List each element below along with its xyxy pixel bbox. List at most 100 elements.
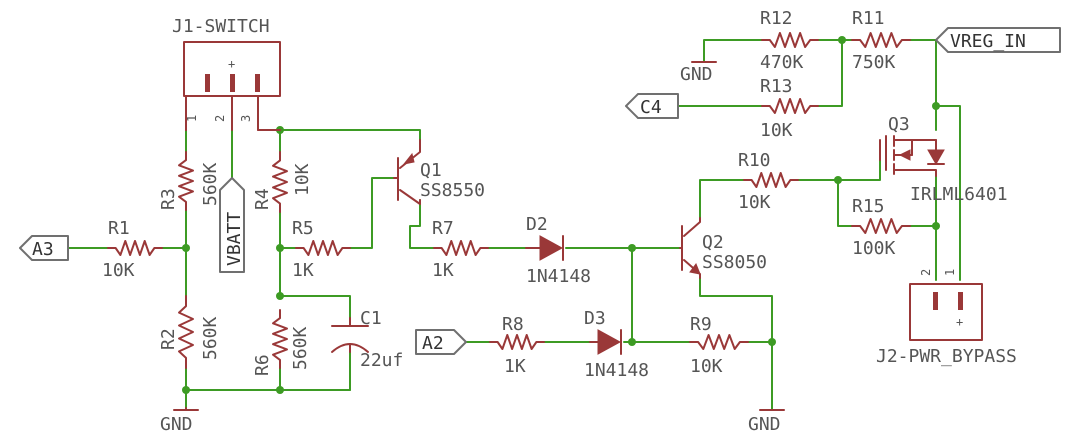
transistor-q2-collector	[683, 217, 701, 237]
connector-j1-pin-2	[230, 74, 235, 92]
port-a2-label: A2	[422, 333, 444, 354]
r4-value: 10K	[292, 163, 313, 196]
port-vreg-in-shape	[935, 27, 1061, 53]
transistor-q1-collector	[399, 189, 421, 205]
diode-d2-triangle	[539, 235, 564, 261]
r12-ref: R12	[760, 8, 793, 29]
transistor-q3-arrow	[898, 149, 911, 161]
resistor-labels: R1 10K R2 560K R3 560K R4 10K R5 1K R6 5…	[102, 8, 896, 377]
resistor-r7[interactable]	[433, 240, 489, 256]
transistor-q3[interactable]: Q3 IRLML6401	[879, 114, 1008, 205]
junction-n5	[628, 338, 636, 346]
resistor-r5[interactable]	[295, 240, 351, 256]
r13-value: 10K	[760, 120, 793, 141]
resistor-r13[interactable]	[761, 98, 819, 114]
resistor-r3[interactable]	[178, 151, 194, 211]
r6-value: 560K	[290, 326, 311, 370]
wire-q1c-r7	[409, 199, 435, 249]
r7-ref: R7	[432, 218, 454, 239]
transistor-q3-ref: Q3	[888, 114, 910, 135]
connector-j1-plus: +	[228, 57, 235, 71]
transistor-q3-body-diode	[927, 149, 945, 166]
port-vbatt-label: VBATT	[224, 212, 245, 266]
wire-r5-q1b	[349, 177, 395, 249]
resistor-r15[interactable]	[851, 218, 911, 234]
r1-ref: R1	[108, 218, 130, 239]
junction-gnd-left	[182, 386, 190, 394]
r15-value: 100K	[852, 238, 896, 259]
resistor-r6[interactable]	[272, 309, 288, 369]
resistor-r1[interactable]	[107, 240, 163, 256]
junction-n9	[932, 102, 940, 110]
ground-left: GND	[160, 407, 199, 435]
connector-j2-plus: +	[956, 315, 963, 329]
r7-value: 1K	[432, 260, 454, 281]
resistor-r11[interactable]	[851, 32, 911, 48]
r3-value: 560K	[200, 162, 221, 206]
port-a2[interactable]: A2	[415, 329, 467, 355]
capacitor-c1-ref: C1	[360, 308, 382, 329]
r2-ref: R2	[158, 328, 179, 350]
port-a2-shape	[415, 329, 467, 355]
transistor-q1-arrow	[402, 152, 415, 165]
ground-right-label: GND	[748, 414, 781, 435]
r6-ref: R6	[252, 354, 273, 376]
r9-ref: R9	[690, 314, 712, 335]
connector-j1-leads	[185, 95, 259, 131]
capacitor-c1[interactable]: C1 22uf	[331, 308, 403, 371]
resistor-r2[interactable]	[178, 295, 194, 369]
r11-value: 750K	[852, 52, 896, 73]
diode-d2[interactable]: D2 1N4148	[525, 214, 591, 287]
diode-d3[interactable]: D3 1N4148	[584, 308, 649, 381]
r5-ref: R5	[292, 218, 314, 239]
port-vreg-in[interactable]: VREG_IN	[935, 27, 1061, 53]
connector-j2-pin-label-2: 2	[919, 269, 933, 276]
r3-ref: R3	[158, 188, 179, 210]
r1-value: 10K	[102, 260, 135, 281]
junction-n1	[182, 244, 190, 252]
port-vbatt[interactable]: VBATT	[219, 177, 245, 273]
connector-j1-pin-3	[255, 74, 260, 92]
connector-j1-pin-label-3: 3	[239, 115, 253, 122]
port-a3[interactable]: A3	[19, 235, 69, 261]
wire-n3-c1	[279, 295, 351, 327]
ground-top: GND	[680, 61, 717, 85]
wire-n7-r15	[837, 179, 853, 227]
ground-right: GND	[748, 409, 785, 435]
r11-ref: R11	[852, 8, 885, 29]
resistor-r9[interactable]	[689, 334, 749, 350]
port-a3-shape	[19, 235, 69, 261]
r9-value: 10K	[690, 356, 723, 377]
transistor-q1-emitter	[399, 139, 421, 169]
ground-left-label: GND	[160, 414, 193, 435]
r5-value: 1K	[292, 260, 314, 281]
port-c4-shape	[625, 93, 679, 119]
resistor-r4[interactable]	[272, 151, 288, 213]
connector-j1-pin-1	[205, 74, 210, 92]
transistor-q1[interactable]: Q1 SS8550	[393, 139, 485, 205]
transistor-q1-value: SS8550	[420, 180, 485, 201]
resistor-r10[interactable]	[743, 172, 799, 188]
diode-d3-value: 1N4148	[584, 360, 649, 381]
wire-n7-q3g	[837, 159, 881, 181]
transistor-q2[interactable]: Q2 SS8050	[679, 217, 767, 279]
junction-n2	[276, 244, 284, 252]
diode-d2-ref: D2	[526, 214, 548, 235]
connector-j2-body	[909, 283, 983, 341]
port-c4[interactable]: C4	[625, 93, 679, 119]
connector-j1[interactable]: 1 2 3 + J1-SWITCH	[172, 16, 281, 131]
junction-n6	[768, 338, 776, 346]
resistor-r12[interactable]	[761, 32, 819, 48]
connector-j1-pin-label-1: 1	[185, 115, 199, 122]
capacitor-c1-value: 22uf	[360, 350, 403, 371]
connector-j1-pin-label-2: 2	[213, 115, 227, 122]
diode-d2-value: 1N4148	[526, 266, 591, 287]
resistor-r8[interactable]	[489, 334, 545, 350]
r4-ref: R4	[252, 188, 273, 210]
connector-j2-pin-label-1: 1	[943, 269, 957, 276]
diode-d3-triangle	[597, 329, 622, 355]
transistor-q3-source-drain	[893, 139, 937, 177]
transistor-q2-value: SS8050	[702, 252, 767, 273]
connector-j2[interactable]: 2 1 + J2-PWR_BYPASS	[876, 269, 1017, 367]
